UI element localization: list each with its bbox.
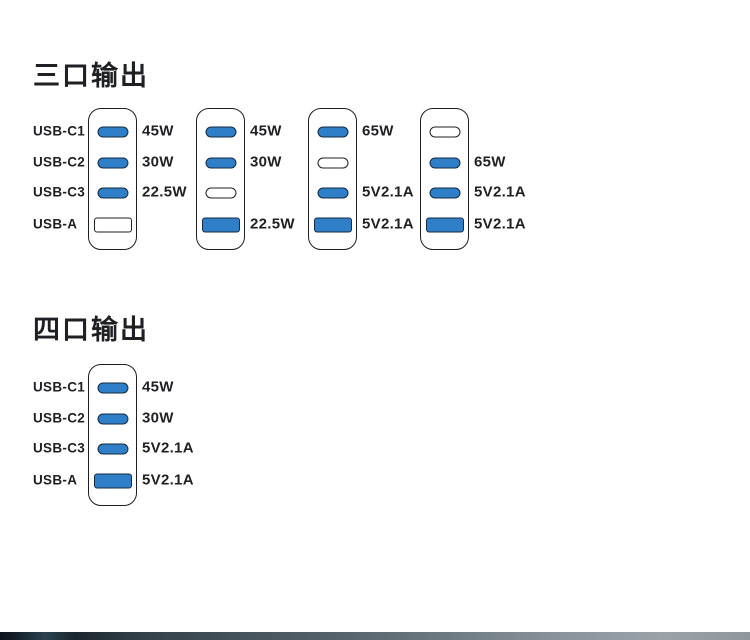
usb-c-port-active — [97, 126, 128, 138]
output-value-three-port-combo-2-usb-c1: 45W — [250, 122, 282, 140]
port-label-usb-a: USB-A — [33, 216, 78, 232]
charger-outline-three-port-combo-2 — [196, 108, 245, 250]
usb-a-port-active — [425, 217, 464, 233]
output-value-three-port-combo-1-usb-c2: 30W — [142, 153, 174, 171]
usb-c-port-active — [97, 157, 128, 169]
section-title-three-port: 三口输出 — [33, 61, 149, 91]
output-value-three-port-combo-4-usb-c3: 5V2.1A — [474, 183, 526, 201]
port-label-usb-c3: USB-C3 — [33, 184, 86, 200]
usb-c-port-active — [317, 187, 348, 199]
usb-c-port-active — [97, 413, 128, 425]
usb-a-port-active — [313, 217, 352, 233]
output-value-three-port-combo-4-usb-c2: 65W — [474, 153, 506, 171]
port-label-usb-c2: USB-C2 — [33, 154, 86, 170]
output-value-three-port-combo-3-usb-c1: 65W — [362, 122, 394, 140]
usb-c-port-active — [97, 382, 128, 394]
usb-a-port-active — [201, 217, 240, 233]
port-label-usb-c1: USB-C1 — [33, 123, 86, 139]
charger-outline-three-port-combo-4 — [420, 108, 469, 250]
usb-c-port-active — [205, 157, 236, 169]
output-value-three-port-combo-4-usb-a: 5V2.1A — [474, 215, 526, 233]
output-value-three-port-combo-2-usb-c2: 30W — [250, 153, 282, 171]
port-label-usb-c1: USB-C1 — [33, 379, 86, 395]
usb-a-port-active — [93, 473, 132, 489]
usb-c-port-active — [429, 157, 460, 169]
section-title-four-port: 四口输出 — [33, 315, 149, 345]
charger-outline-three-port-combo-1 — [88, 108, 137, 250]
port-label-usb-c2: USB-C2 — [33, 410, 86, 426]
output-value-three-port-combo-1-usb-c3: 22.5W — [142, 183, 187, 201]
output-value-three-port-combo-2-usb-a: 22.5W — [250, 215, 295, 233]
usb-c-port-active — [429, 187, 460, 199]
output-value-three-port-combo-3-usb-a: 5V2.1A — [362, 215, 414, 233]
charger-outline-three-port-combo-3 — [308, 108, 357, 250]
output-value-four-port-combo-1-usb-c2: 30W — [142, 409, 174, 427]
usb-c-port-active — [317, 126, 348, 138]
output-value-four-port-combo-1-usb-c1: 45W — [142, 378, 174, 396]
usb-c-port-active — [97, 443, 128, 455]
output-value-four-port-combo-1-usb-c3: 5V2.1A — [142, 439, 194, 457]
charger-outline-four-port-combo-1 — [88, 364, 137, 506]
usb-c-port-active — [205, 126, 236, 138]
port-label-usb-a: USB-A — [33, 472, 78, 488]
output-value-three-port-combo-3-usb-c3: 5V2.1A — [362, 183, 414, 201]
usb-c-port-inactive — [429, 126, 460, 138]
output-value-four-port-combo-1-usb-a: 5V2.1A — [142, 471, 194, 489]
usb-c-port-active — [97, 187, 128, 199]
output-value-three-port-combo-1-usb-c1: 45W — [142, 122, 174, 140]
usb-c-port-inactive — [317, 157, 348, 169]
page-divider-bar — [0, 632, 750, 640]
usb-a-port-inactive — [93, 217, 132, 233]
port-label-usb-c3: USB-C3 — [33, 440, 86, 456]
usb-c-port-inactive — [205, 187, 236, 199]
